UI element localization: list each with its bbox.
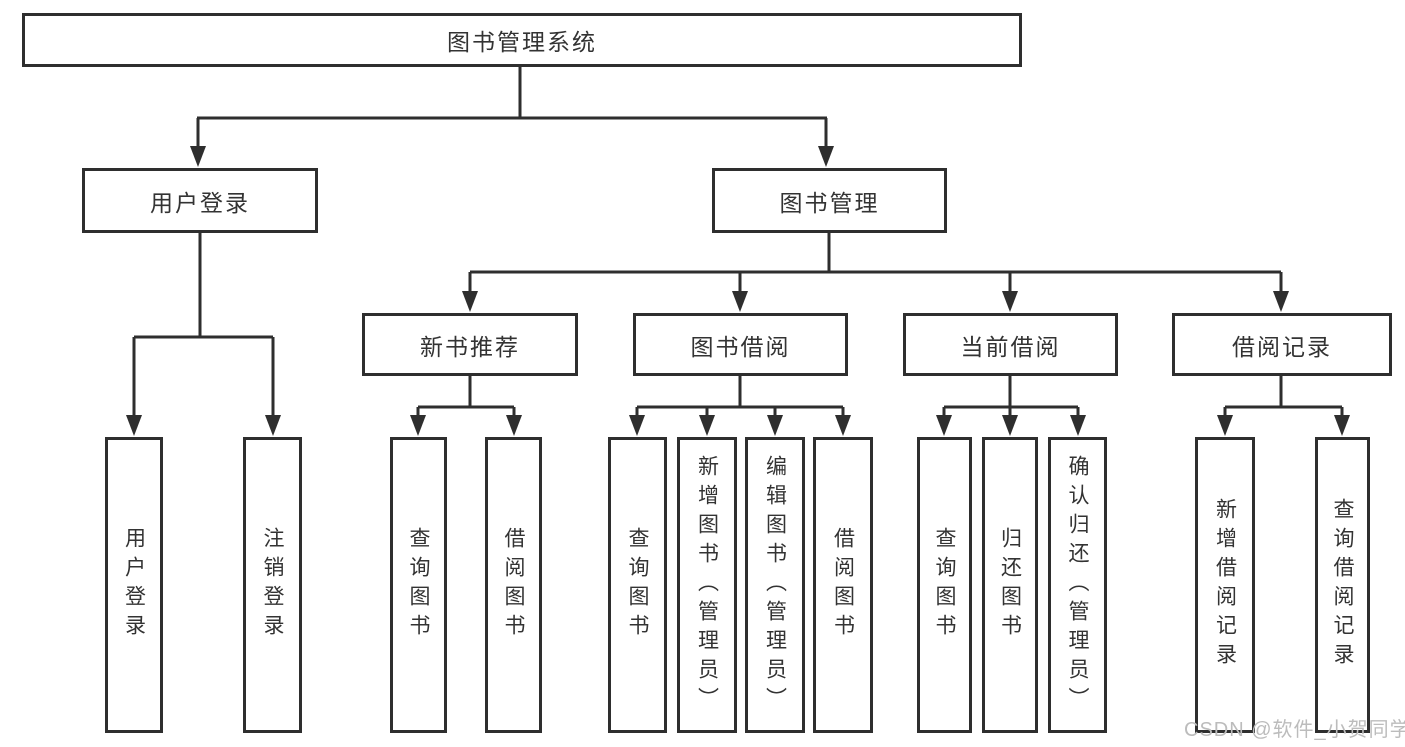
leaf-logout: 注销登录 bbox=[243, 437, 302, 733]
node-borrow-records: 借阅记录 bbox=[1172, 313, 1392, 376]
leaf-query-books-current: 查询图书 bbox=[917, 437, 972, 733]
leaf-return-book-label: 归还图书 bbox=[998, 527, 1022, 643]
leaf-confirm-return-admin: 确认归还（管理员） bbox=[1048, 437, 1107, 733]
leaf-add-book-admin-label: 新增图书（管理员） bbox=[695, 454, 719, 716]
node-borrow-records-label: 借阅记录 bbox=[1232, 333, 1332, 360]
leaf-return-book: 归还图书 bbox=[982, 437, 1038, 733]
leaf-borrow-books-recommend-label: 借阅图书 bbox=[502, 527, 526, 643]
node-current-borrow: 当前借阅 bbox=[903, 313, 1118, 376]
node-book-management: 图书管理 bbox=[712, 168, 947, 233]
leaf-query-books-recommend: 查询图书 bbox=[390, 437, 447, 733]
csdn-watermark: CSDN @软件_小贺同学 bbox=[1184, 719, 1405, 741]
leaf-user-login-label: 用户登录 bbox=[122, 527, 146, 643]
leaf-user-login: 用户登录 bbox=[105, 437, 163, 733]
node-book-borrow: 图书借阅 bbox=[633, 313, 848, 376]
leaf-query-books-borrow: 查询图书 bbox=[608, 437, 667, 733]
node-current-borrow-label: 当前借阅 bbox=[960, 333, 1061, 360]
node-user-login: 用户登录 bbox=[82, 168, 318, 233]
node-user-login-label: 用户登录 bbox=[150, 189, 250, 216]
node-new-book-recommend-label: 新书推荐 bbox=[420, 333, 520, 360]
leaf-add-book-admin: 新增图书（管理员） bbox=[677, 437, 737, 733]
leaf-add-borrow-record-label: 新增借阅记录 bbox=[1213, 498, 1237, 672]
leaf-borrow-books-borrow: 借阅图书 bbox=[813, 437, 873, 733]
leaf-edit-book-admin: 编辑图书（管理员） bbox=[745, 437, 805, 733]
leaf-query-borrow-record-label: 查询借阅记录 bbox=[1331, 498, 1355, 672]
node-library-management-system: 图书管理系统 bbox=[22, 13, 1022, 67]
node-new-book-recommend: 新书推荐 bbox=[362, 313, 578, 376]
node-book-management-label: 图书管理 bbox=[779, 189, 880, 216]
leaf-query-books-current-label: 查询图书 bbox=[933, 527, 957, 643]
leaf-confirm-return-admin-label: 确认归还（管理员） bbox=[1066, 454, 1090, 716]
leaf-edit-book-admin-label: 编辑图书（管理员） bbox=[763, 454, 787, 716]
node-book-borrow-label: 图书借阅 bbox=[690, 333, 791, 360]
leaf-query-borrow-record: 查询借阅记录 bbox=[1315, 437, 1370, 733]
leaf-add-borrow-record: 新增借阅记录 bbox=[1195, 437, 1255, 733]
leaf-query-books-recommend-label: 查询图书 bbox=[407, 527, 431, 643]
leaf-borrow-books-borrow-label: 借阅图书 bbox=[831, 527, 855, 643]
leaf-borrow-books-recommend: 借阅图书 bbox=[485, 437, 542, 733]
node-library-management-system-label: 图书管理系统 bbox=[447, 29, 597, 55]
leaf-logout-label: 注销登录 bbox=[261, 527, 285, 643]
leaf-query-books-borrow-label: 查询图书 bbox=[626, 527, 650, 643]
